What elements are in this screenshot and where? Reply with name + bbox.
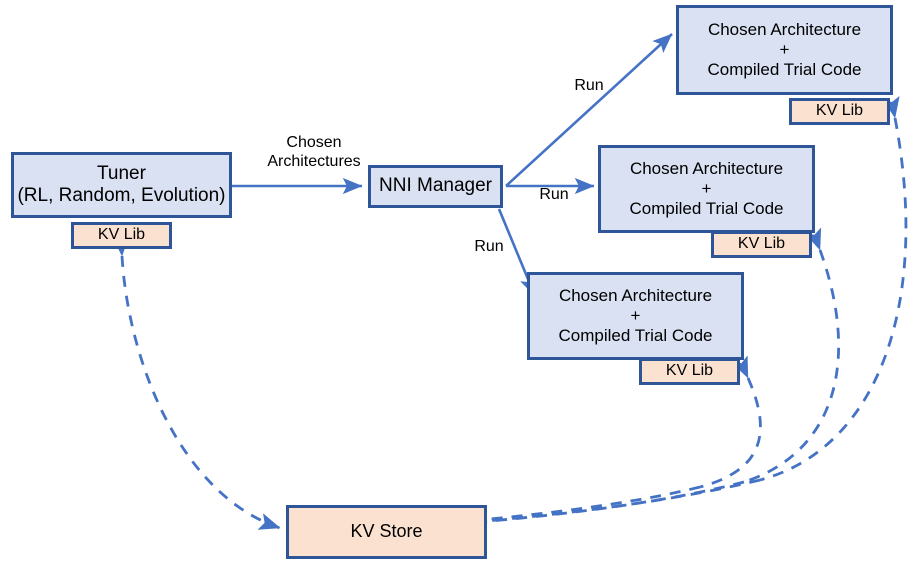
node-kv-store[interactable]: KV Store xyxy=(286,505,487,559)
node-trial-3-kv-lib[interactable]: KV Lib xyxy=(639,358,740,385)
edge-label-run-trial-3: Run xyxy=(474,238,504,255)
edge-label-chosen-architectures: Chosen Architectures xyxy=(267,134,361,170)
edge-label-run-trial-2: Run xyxy=(539,186,569,203)
edge-kv-store-to-tuner-kv-lib xyxy=(112,234,281,530)
node-trial-2[interactable]: Chosen Architecture + Compiled Trial Cod… xyxy=(598,145,815,233)
node-trial-2-kv-lib[interactable]: KV Lib xyxy=(711,231,812,258)
node-trial-1[interactable]: Chosen Architecture + Compiled Trial Cod… xyxy=(676,5,893,95)
node-trial-1-kv-lib[interactable]: KV Lib xyxy=(789,98,890,125)
edge-label-run-trial-1: Run xyxy=(574,77,604,94)
node-tuner[interactable]: Tuner (RL, Random, Evolution) xyxy=(11,152,232,218)
node-trial-3[interactable]: Chosen Architecture + Compiled Trial Cod… xyxy=(527,272,744,360)
node-tuner-kv-lib[interactable]: KV Lib xyxy=(71,222,172,249)
node-nni-manager[interactable]: NNI Manager xyxy=(368,165,503,208)
